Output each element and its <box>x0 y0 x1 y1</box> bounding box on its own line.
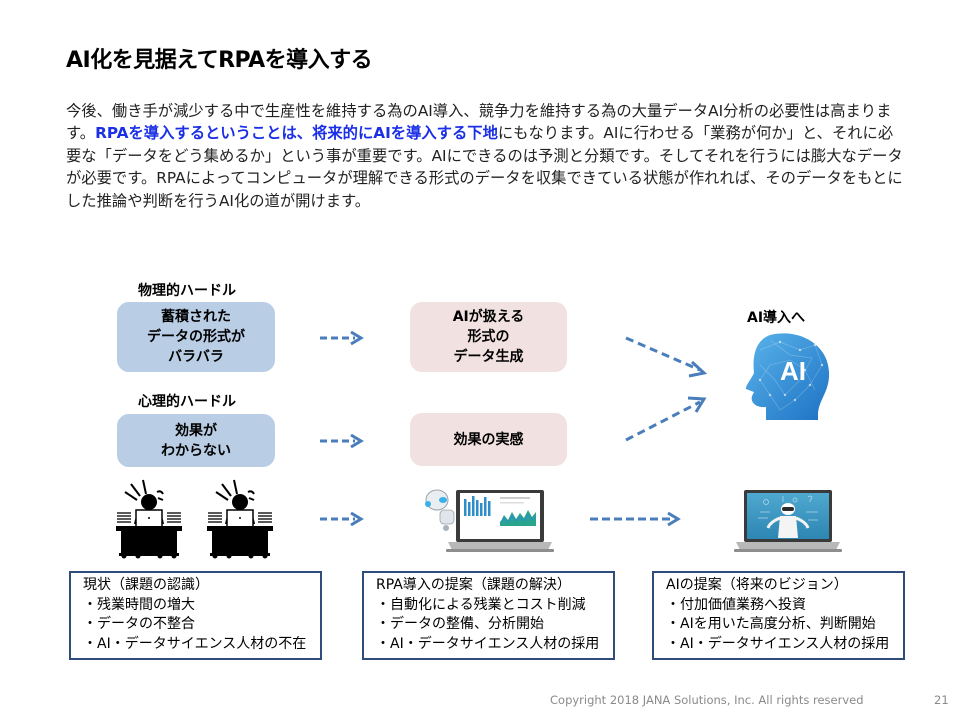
stressed-worker-icon-1 <box>116 479 182 559</box>
summary-item: ・AIを用いた高度分析、判断開始 <box>666 616 876 632</box>
physical-hurdle-text: 蓄積された データの形式が バラバラ <box>147 309 245 365</box>
ai-head-icon: AI <box>745 333 830 420</box>
psychological-hurdle-label: 心理的ハードル <box>138 394 236 410</box>
summary-heading: AIの提案（将来のビジョン） <box>666 577 848 593</box>
summary-item: ・残業時間の増大 <box>83 596 195 613</box>
effect-realization-box: 効果の実感 <box>410 413 567 466</box>
physical-hurdle-box: 蓄積された データの形式が バラバラ <box>117 302 275 372</box>
arrow-data-to-ai <box>625 336 708 378</box>
slide-title: AI化を見据えてRPAを導入する <box>66 48 373 73</box>
arrow-rpa-to-ai-vision <box>590 511 681 527</box>
ai-goal-label: AI導入へ <box>747 310 806 326</box>
ai-vision-laptop-icon <box>734 490 842 552</box>
summary-item: ・付加価値業務へ投資 <box>666 596 806 613</box>
ai-data-generation-text: AIが扱える 形式の データ生成 <box>452 309 525 365</box>
summary-box-rpa-proposal: RPA導入の提案（課題の解決） ・自動化による残業とコスト削減 ・データの整備、… <box>362 571 615 660</box>
summary-box-current: 現状（課題の認識） ・残業時間の増大 ・データの不整合 ・AI・データサイエンス… <box>69 571 322 660</box>
ai-head-text: AI <box>780 356 806 386</box>
psychological-hurdle-box: 効果が わからない <box>117 414 275 467</box>
psychological-hurdle-text: 効果が わからない <box>161 422 231 459</box>
summary-box-ai-vision: AIの提案（将来のビジョン） ・付加価値業務へ投資 ・AIを用いた高度分析、判断… <box>652 571 905 660</box>
summary-item: ・データの整備、分析開始 <box>376 616 544 632</box>
summary-heading: 現状（課題の認識） <box>83 577 209 593</box>
ai-data-generation-box: AIが扱える 形式の データ生成 <box>410 302 567 372</box>
summary-item: ・自動化による残業とコスト削減 <box>376 596 586 613</box>
physical-hurdle-label: 物理的ハードル <box>138 283 236 299</box>
intro-paragraph: 今後、働き手が減少する中で生産性を維持する為のAI導入、競争力を維持する為の大量… <box>66 100 906 212</box>
paragraph-part-1: 今後、働き手が減少する中で生産性を維持する為のAI導入、競争力を維持する為の大量… <box>66 102 892 143</box>
arrow-effect-to-ai <box>625 396 707 442</box>
summary-item: ・AI・データサイエンス人材の採用 <box>666 635 890 652</box>
arrow-hurdle2-to-effect <box>320 433 364 449</box>
rpa-robot-laptop-icon <box>425 489 554 552</box>
arrow-hurdle1-to-data <box>320 330 364 346</box>
summary-item: ・AI・データサイエンス人材の不在 <box>83 635 307 652</box>
summary-item: ・データの不整合 <box>83 616 195 632</box>
paragraph-highlight: RPAを導入するということは、将来的にAIを導入する下地 <box>95 124 498 143</box>
summary-item: ・AI・データサイエンス人材の採用 <box>376 635 600 652</box>
paragraph-part-2: にもなります。AIに行わせる「業務が何か」と、それに必要な「データをどう集めるか… <box>66 124 903 210</box>
copyright-footer: Copyright 2018 JANA Solutions, Inc. All … <box>550 693 864 707</box>
page-number: 21 <box>934 693 949 707</box>
effect-realization-text: 効果の実感 <box>453 431 524 448</box>
arrow-workers-to-rpa <box>320 511 364 527</box>
stressed-worker-icon-2 <box>207 479 273 559</box>
summary-heading: RPA導入の提案（課題の解決） <box>376 577 571 593</box>
